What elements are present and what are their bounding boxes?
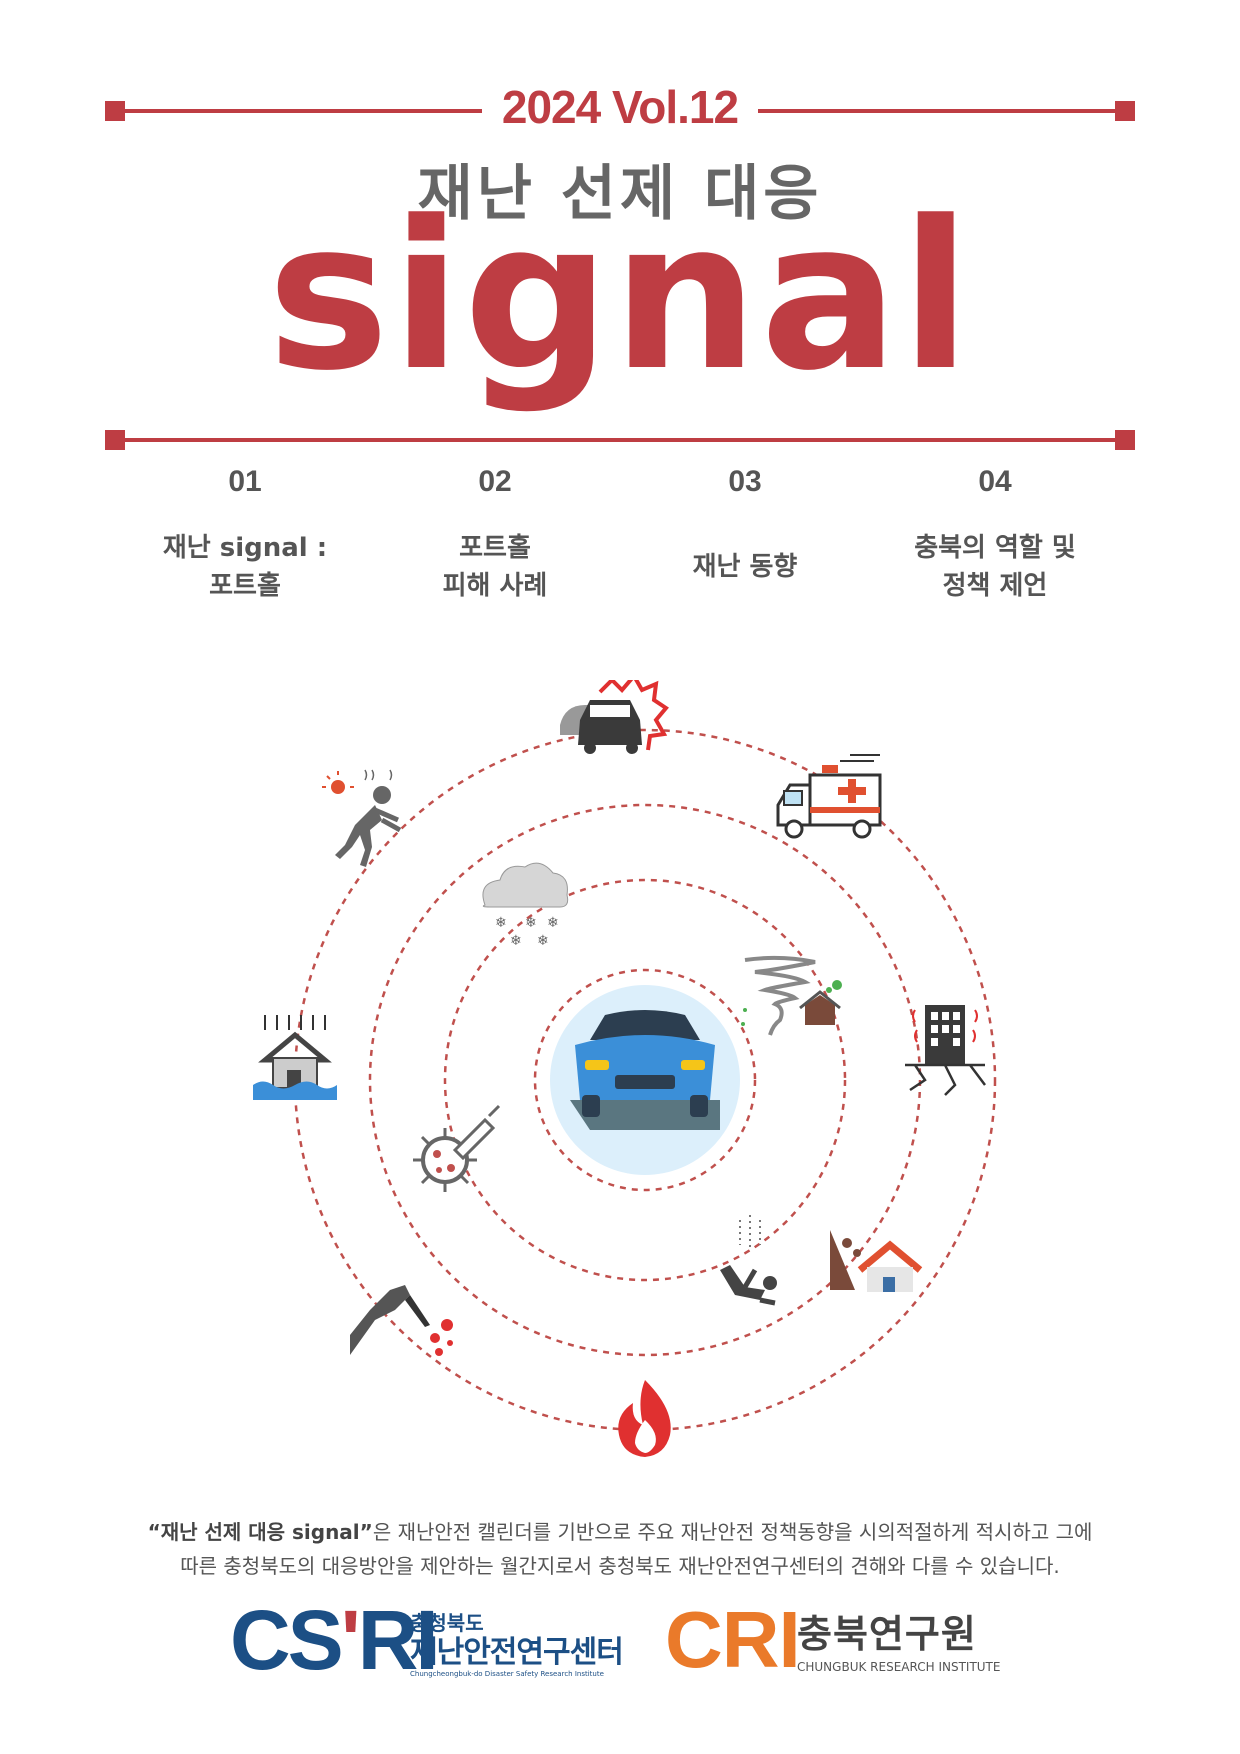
main-title: signal (267, 178, 973, 416)
cri-logo[interactable]: CRI 충북연구원 CHUNGBUK RESEARCH INSTITUTE (665, 1595, 1025, 1685)
toc-label-line: 포트홀 (459, 533, 531, 563)
flood-house-icon (253, 1015, 337, 1100)
virus-syringe-icon (413, 1104, 501, 1192)
toc-label: 충북의 역할 및 정책 제언 (875, 527, 1115, 607)
landslide-house-icon (830, 1230, 923, 1292)
toc-label-line: 충북의 역할 및 (914, 533, 1076, 563)
toc-label-line: 재난 signal : (162, 533, 328, 563)
earthquake-building-icon (905, 1005, 986, 1096)
toc-item-04[interactable]: 04 충북의 역할 및 정책 제언 (875, 465, 1115, 607)
disclaimer-line-1: “재난 선제 대응 signal”은 재난안전 캘린더를 기반으로 주요 재난안… (110, 1515, 1130, 1549)
typhoon-icon (741, 955, 842, 1036)
orbit-ring-core (533, 968, 757, 1192)
disaster-orbit-graphic: ❄❄❄ ❄❄ (253, 680, 997, 1457)
toc-label: 재난 동향 (625, 527, 865, 607)
heatstroke-worker-icon (322, 769, 402, 867)
disclaimer: “재난 선제 대응 signal”은 재난안전 캘린더를 기반으로 주요 재난안… (110, 1515, 1130, 1583)
csri-logo-text: 충청북도 재난안전연구센터 Chungcheongbuk-do Disaster… (410, 1607, 624, 1678)
toc-label-line: 피해 사례 (442, 571, 548, 601)
disclaimer-line-1-text: 은 재난안전 캘린더를 기반으로 주요 재난안전 정책동향을 시의적절하게 적시… (372, 1520, 1093, 1544)
bottom-rule-right-cap (1115, 430, 1135, 450)
cri-logo-english: CHUNGBUK RESEARCH INSTITUTE (797, 1660, 1001, 1674)
toc-item-01[interactable]: 01 재난 signal : 포트홀 (125, 465, 365, 607)
svg-text:❄: ❄ (547, 915, 559, 931)
csri-logo-mark: CS'RI (230, 1593, 439, 1687)
csri-logo[interactable]: CS'RI 충청북도 재난안전연구센터 Chungcheongbuk-do Di… (230, 1595, 630, 1685)
toc-label-line: 정책 제언 (942, 571, 1048, 601)
snow-cloud-icon: ❄❄❄ ❄❄ (482, 862, 569, 949)
ambulance-icon (776, 754, 882, 839)
top-rule-right-cap (1115, 101, 1135, 121)
cri-logo-name: 충북연구원 (797, 1612, 977, 1656)
svg-text:❄: ❄ (525, 915, 537, 931)
svg-text:❄: ❄ (495, 915, 507, 931)
svg-text:❄: ❄ (537, 933, 549, 949)
orbit-ring-outer (293, 728, 997, 1432)
series-title: 재난 선제 대응 (417, 159, 823, 229)
toc-number: 04 (978, 465, 1012, 498)
car-pothole-icon (550, 985, 740, 1175)
toc-label-line: 포트홀 (209, 571, 281, 601)
toc-label-line: 재난 동향 (692, 552, 798, 582)
orbit-ring-inner (443, 878, 847, 1282)
toc-item-02[interactable]: 02 포트홀 피해 사례 (375, 465, 615, 607)
disclaimer-line-2: 따른 충청북도의 대응방안을 제안하는 월간지로서 충청북도 재난안전연구센터의… (180, 1554, 1060, 1578)
csri-logo-province: 충청북도 (410, 1611, 484, 1635)
fire-icon (618, 1380, 671, 1457)
disclaimer-quoted-title: “재난 선제 대응 signal” (147, 1520, 373, 1544)
toc-label: 재난 signal : 포트홀 (125, 527, 365, 607)
cri-logo-mark: CRI (665, 1595, 801, 1684)
bottom-rule-line (115, 438, 1125, 442)
orbit-ring-middle (368, 803, 922, 1357)
svg-text:❄: ❄ (510, 933, 522, 949)
toc-number: 02 (478, 465, 512, 498)
fall-accident-icon (720, 1215, 777, 1306)
toc-label: 포트홀 피해 사례 (375, 527, 615, 607)
toc-item-03[interactable]: 03 재난 동향 (625, 465, 865, 607)
cri-logo-text: 충북연구원 CHUNGBUK RESEARCH INSTITUTE (797, 1603, 1000, 1674)
csri-logo-center-name: 재난안전연구센터 (410, 1635, 624, 1670)
violent-crime-knife-icon (350, 1285, 453, 1356)
toc-number: 03 (728, 465, 762, 498)
csri-logo-english: Chungcheongbuk-do Disaster Safety Resear… (410, 1670, 604, 1678)
toc-number: 01 (228, 465, 262, 498)
car-crash-icon (560, 680, 669, 754)
issue-number: 2024 Vol.12 (0, 80, 1240, 134)
